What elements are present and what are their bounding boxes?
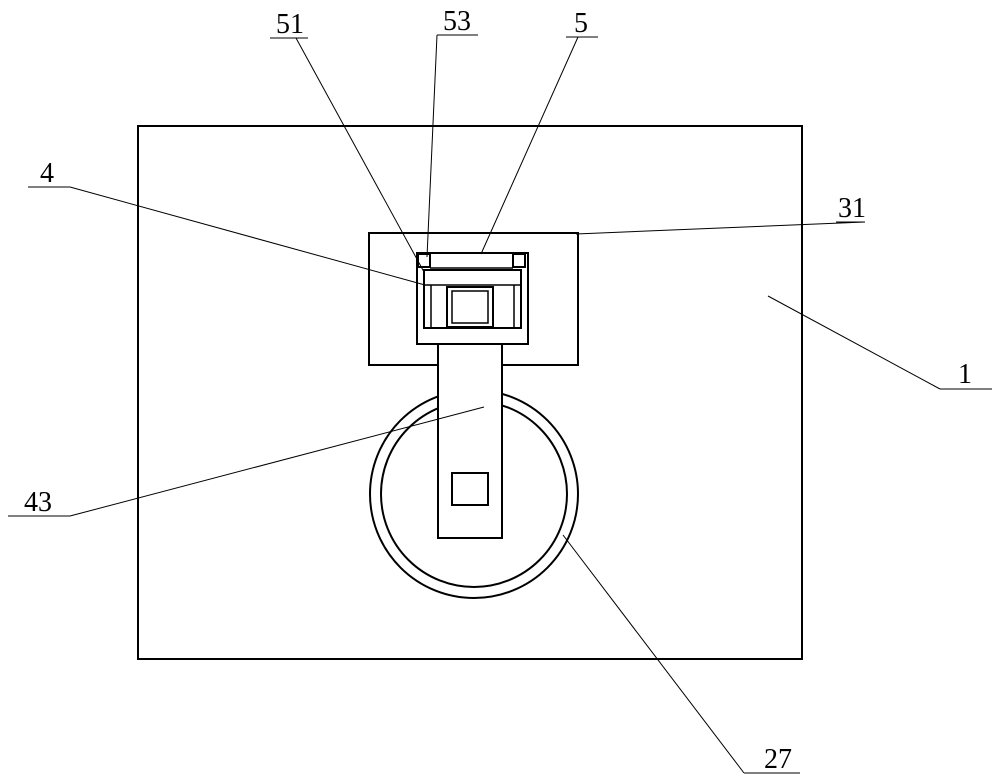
leader-43 [70,407,484,516]
label-27: 27 [764,744,792,775]
leader-27 [563,535,744,773]
leader-4 [70,187,425,285]
label-31: 31 [838,193,866,224]
label-43: 43 [24,487,52,518]
leader-31 [576,222,865,234]
leader-1 [768,296,940,389]
label-5: 5 [574,8,588,39]
clamp-frame [417,253,528,344]
label-53: 53 [443,6,471,37]
arm [438,337,502,538]
label-1: 1 [958,359,972,390]
label-4: 4 [40,158,54,189]
leader-5 [481,37,578,254]
leader-51 [296,38,424,272]
leader-53 [427,35,437,257]
label-51: 51 [276,9,304,40]
